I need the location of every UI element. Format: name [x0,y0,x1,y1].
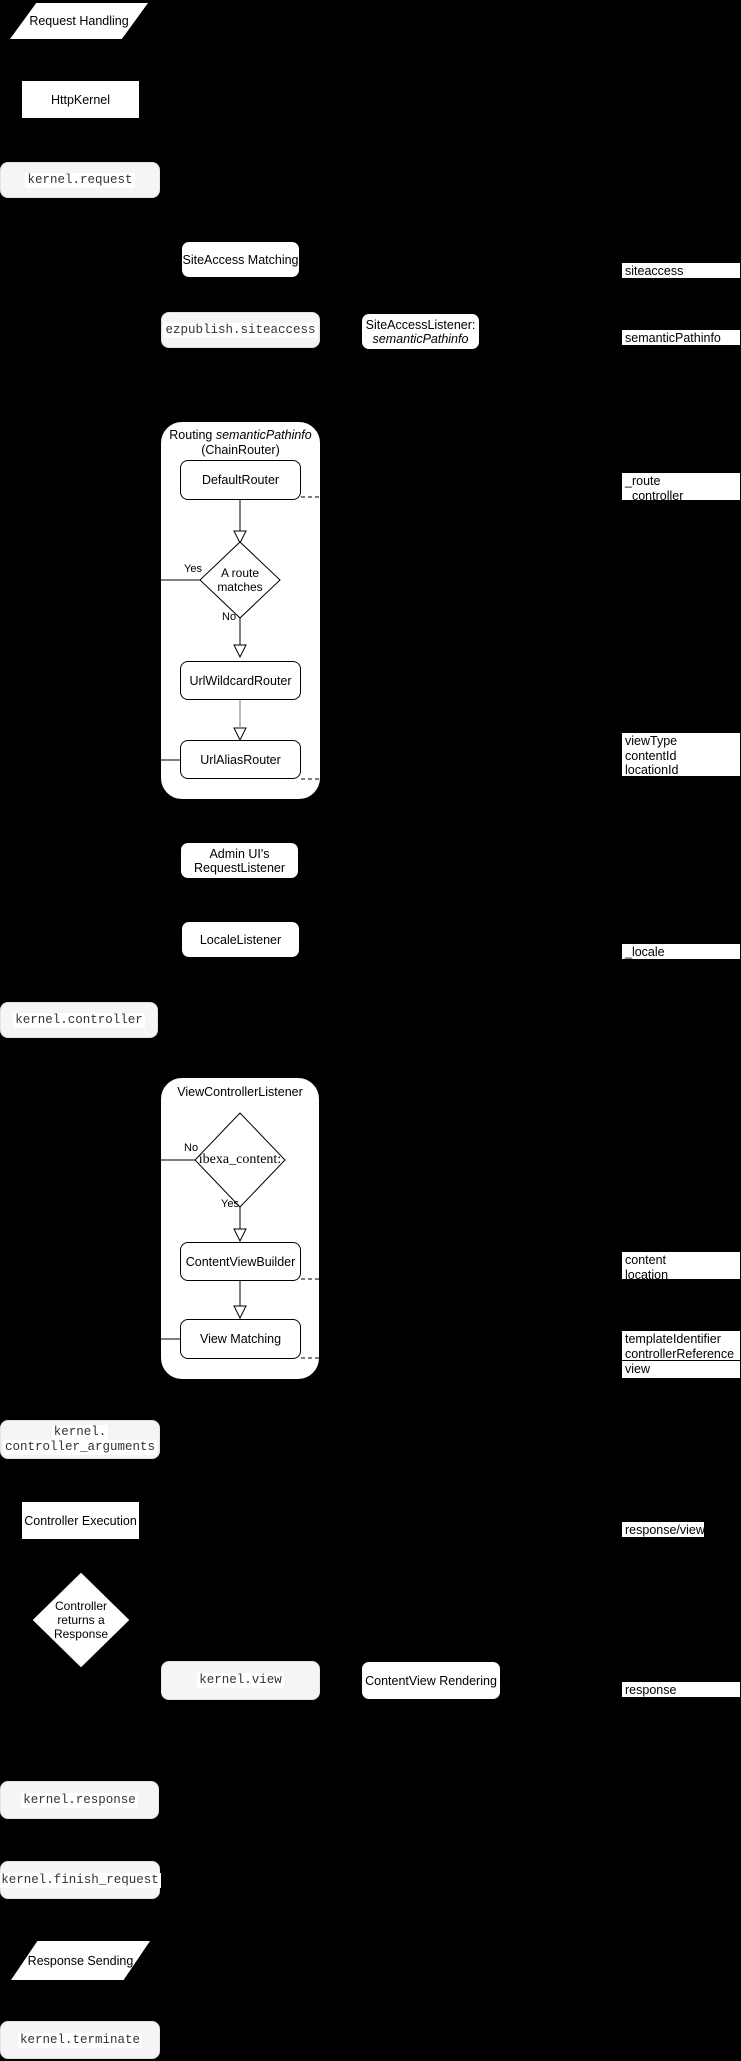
label-template-identifier-text: templateIdentifier [625,1332,721,1346]
kernel-view-event: kernel.view [161,1661,320,1700]
siteaccess-listener-node: SiteAccessListener: semanticPathinfo [361,313,480,350]
label-template-controller-reference: templateIdentifier controllerReference [621,1330,741,1361]
content-view-builder-node: ContentViewBuilder [180,1242,301,1281]
content-view-builder-label: ContentViewBuilder [185,1254,296,1269]
kernel-request-label: kernel.request [25,172,135,188]
label-location-text: location [625,1267,669,1282]
view-matching-node: View Matching [180,1319,301,1359]
label-locale-text: _locale [625,945,665,959]
label-locationid-text: locationId [625,763,679,777]
default-router-label: DefaultRouter [201,473,280,487]
request-handling-label: Request Handling [29,14,129,28]
arrowhead-urlwildcardrouter [233,644,247,659]
httpkernel-node: HttpKernel [21,80,140,119]
label-contentid-text: contentId [625,748,677,763]
routing-title-line2: (ChainRouter) [201,443,280,457]
label-view-text: view [625,1362,651,1376]
label-route-controller: _route _controller [621,472,741,503]
ibexa-content-decision-text: ibexa_content: [192,1150,288,1170]
label-viewtype-contentid-locationid: viewType contentId locationId [621,732,741,777]
locale-listener-label: LocaleListener [199,932,282,947]
decision-controller-returns-diamond [31,1571,131,1669]
admin-request-listener-node: Admin UI's RequestListener [180,842,299,879]
controller-returns-decision-text: Controller returns a Response [41,1599,121,1641]
label-view: view [621,1360,741,1379]
url-alias-router-label: UrlAliasRouter [200,752,281,767]
label-response-view: response/view [621,1521,705,1538]
arrowhead-decision [233,530,247,545]
controller-returns-line1: Controller [54,1599,108,1613]
controller-returns-line3: Response [53,1627,109,1641]
contentview-rendering-label: ContentView Rendering [365,1673,497,1688]
label-controller-reference-text: controllerReference [625,1346,735,1361]
kernel-controller-arguments-line2: controller_arguments [2,1439,158,1455]
label-content-location: content location [621,1251,741,1282]
kernel-response-event: kernel.response [0,1781,159,1819]
routing-title-prefix: Routing [169,428,213,442]
label-response-view-text: response/view [625,1523,705,1537]
kernel-controller-arguments-line1: kernel. [51,1424,109,1440]
label-response: response [621,1681,741,1698]
response-sending-node: Response Sending [11,1941,150,1980]
kernel-view-label: kernel.view [197,1673,284,1688]
kernel-controller-arguments-event: kernel. controller_arguments [0,1420,160,1459]
kernel-finish-request-event: kernel.finish_request [0,1861,161,1899]
label-semantic-pathinfo: semanticPathinfo [621,329,741,346]
kernel-response-label: kernel.response [21,1792,138,1808]
controller-returns-line2: returns a [57,1613,105,1627]
route-matches-decision-text: A route matches [200,562,280,598]
kernel-finish-request-label: kernel.finish_request [0,1872,161,1888]
default-router-node: DefaultRouter [180,460,301,500]
routing-no-label: No [222,611,237,623]
route-matches-line1: A route [220,566,260,580]
controller-execution-label: Controller Execution [24,1513,137,1528]
ibexa-content-label: ibexa_content: [198,1152,282,1167]
routing-title-italic: semanticPathinfo [215,428,312,442]
url-wildcard-router-label: UrlWildcardRouter [189,673,292,688]
kernel-terminate-label: kernel.terminate [17,2032,143,2048]
locale-listener-node: LocaleListener [181,921,300,958]
controller-execution-node: Controller Execution [21,1501,140,1540]
arrowhead-urlaliasrouter [233,727,247,742]
label-siteaccess: siteaccess [621,262,741,279]
contentview-rendering-node: ContentView Rendering [361,1661,501,1700]
arrowhead-contentviewbuilder [233,1228,247,1243]
view-no-label: No [184,1142,199,1154]
kernel-request-event: kernel.request [0,162,160,198]
request-handling-node: Request Handling [10,3,148,39]
label-controller-text: _controller [625,488,684,503]
label-siteaccess-text: siteaccess [625,264,684,278]
label-content-text: content [625,1253,667,1267]
kernel-controller-event: kernel.controller [0,1002,158,1038]
url-wildcard-router-node: UrlWildcardRouter [180,661,301,700]
label-semantic-pathinfo-text: semanticPathinfo [625,331,721,345]
view-matching-label: View Matching [199,1332,282,1346]
view-controller-listener-title: ViewControllerListener [161,1085,319,1100]
arrowhead-viewmatching [233,1305,247,1320]
label-locale: _locale [621,943,741,960]
kernel-controller-label: kernel.controller [13,1012,145,1028]
ezpublish-siteaccess-label: ezpublish.siteaccess [163,322,318,338]
admin-request-listener-line2: RequestListener [193,860,286,875]
siteaccess-listener-line1: SiteAccessListener: [365,317,476,332]
view-yes-label: Yes [221,1198,239,1210]
response-sending-label: Response Sending [27,1953,134,1968]
label-route-text: _route [625,474,661,488]
siteaccess-matching-label: SiteAccess Matching [182,252,299,267]
label-viewtype-text: viewType [625,734,678,748]
url-alias-router-node: UrlAliasRouter [180,740,301,779]
siteaccess-listener-line2: semanticPathinfo [372,331,469,346]
httpkernel-label: HttpKernel [50,92,111,107]
label-response-text: response [625,1683,677,1697]
route-matches-line2: matches [217,580,263,594]
siteaccess-matching-node: SiteAccess Matching [181,241,300,278]
view-controller-title-text: ViewControllerListener [177,1085,303,1099]
ezpublish-siteaccess-event: ezpublish.siteaccess [161,312,320,348]
routing-container-title: Routing semanticPathinfo (ChainRouter) [161,428,320,458]
admin-request-listener-line1: Admin UI's [209,846,270,861]
kernel-terminate-event: kernel.terminate [0,2021,160,2059]
routing-yes-label: Yes [184,563,202,575]
